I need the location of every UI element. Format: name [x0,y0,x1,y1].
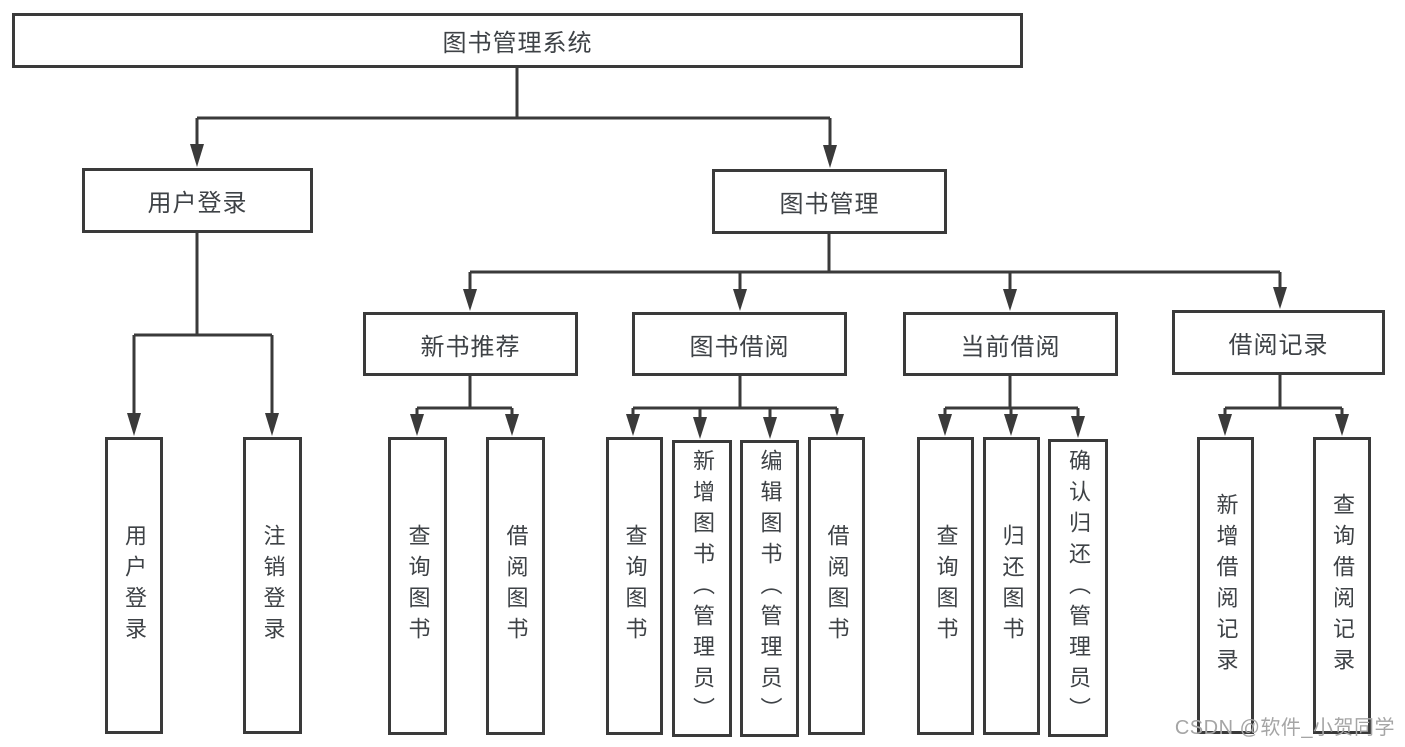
node-confirm-return-admin: 确认归还（管理员） [1048,439,1108,737]
node-edit-books-admin: 编辑图书（管理员） [740,440,799,737]
csdn-watermark: CSDN @软件_小贺同学 [1174,717,1395,739]
node-query-books-recommend: 查询图书 [388,437,447,735]
node-book-borrow: 图书借阅 [632,312,847,376]
node-borrow-books-recommend: 借阅图书 [486,437,545,735]
node-current-borrow: 当前借阅 [903,312,1118,376]
node-borrow-records: 借阅记录 [1172,310,1385,375]
node-book-management: 图书管理 [712,169,947,234]
node-add-books-admin: 新增图书（管理员） [672,440,732,737]
node-logout: 注销登录 [243,437,302,734]
node-user-login: 用户登录 [82,168,313,233]
node-return-books: 归还图书 [983,437,1040,735]
node-query-books-borrow: 查询图书 [606,437,663,735]
node-borrow-books-leaf: 借阅图书 [808,437,865,735]
node-root: 图书管理系统 [12,13,1023,68]
node-query-borrow-record: 查询借阅记录 [1313,437,1371,734]
node-new-book-recommend: 新书推荐 [363,312,578,376]
node-add-borrow-record: 新增借阅记录 [1197,437,1254,734]
node-user-login-leaf: 用户登录 [105,437,163,734]
node-query-books-current: 查询图书 [917,437,974,735]
